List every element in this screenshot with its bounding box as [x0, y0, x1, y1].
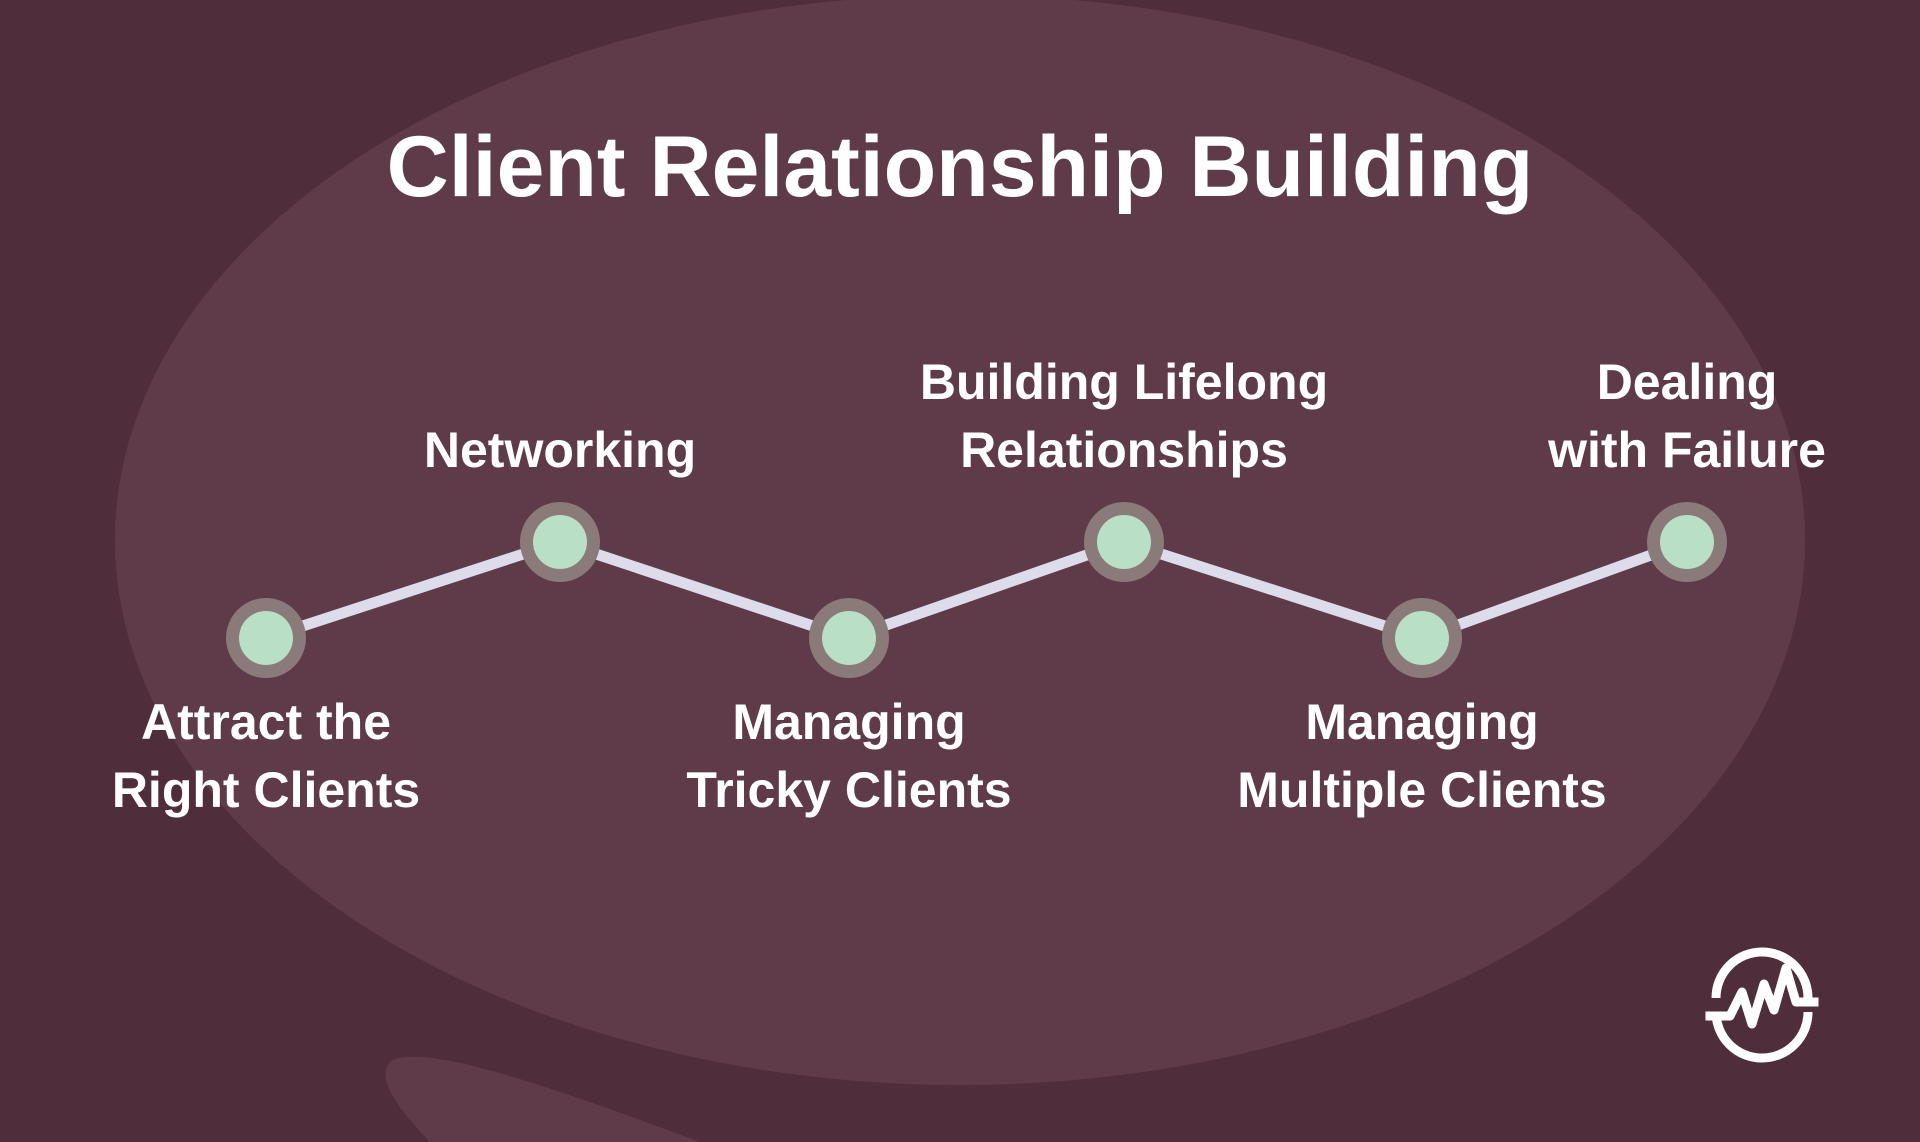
- background-blob: [115, 0, 1805, 1085]
- background-blob-tail: [385, 1056, 700, 1142]
- step-node: [1660, 515, 1714, 569]
- step-node: [533, 515, 587, 569]
- connector-line: [1122, 536, 1424, 644]
- connector-line: [1420, 536, 1689, 644]
- wave-circle-logo-icon: [1705, 947, 1819, 1063]
- step-node: [239, 611, 293, 665]
- step-label: Managing Tricky Clients: [686, 694, 1012, 818]
- step-label: Managing Multiple Clients: [1237, 694, 1607, 818]
- connector-line: [847, 536, 1126, 644]
- step-label: Building Lifelong Relationships: [919, 354, 1329, 478]
- step-label: Dealing with Failure: [1548, 354, 1826, 478]
- connector-line: [558, 536, 851, 644]
- step-node: [822, 611, 876, 665]
- connector-line: [264, 536, 562, 644]
- page-title: Client Relationship Building: [386, 119, 1534, 215]
- step-node: [1097, 515, 1151, 569]
- step-label: Attract the Right Clients: [111, 694, 421, 818]
- step-node: [1395, 611, 1449, 665]
- step-label: Networking: [423, 422, 697, 478]
